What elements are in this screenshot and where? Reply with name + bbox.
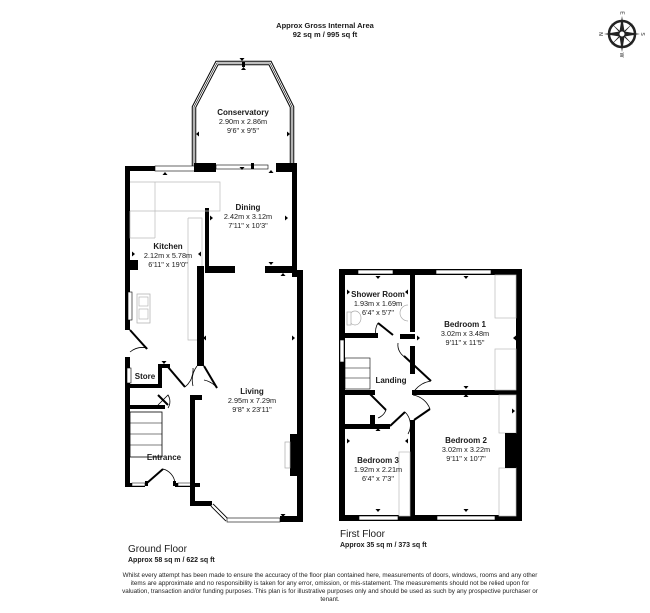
first-floor-plan	[339, 269, 522, 521]
room-store: Store	[134, 372, 156, 381]
compass-rose-icon: E N S W	[597, 10, 646, 58]
room-dining: Dining 2.42m x 3.12m 7'11" x 10'3"	[223, 203, 273, 230]
ground-floor-plan	[125, 58, 303, 523]
room-entrance: Entrance	[146, 453, 182, 462]
ground-floor-area: Approx 58 sq m / 622 sq ft	[128, 557, 215, 564]
gia-title: Approx Gross Internal Area	[276, 21, 374, 30]
svg-text:E: E	[619, 11, 625, 15]
ground-floor-title: Ground Floor	[128, 544, 187, 555]
gia-value: 92 sq m / 995 sq ft	[292, 30, 358, 39]
room-bedroom-3: Bedroom 3 1.92m x 2.21m 6'4" x 7'3"	[353, 456, 403, 483]
room-kitchen: Kitchen 2.12m x 5.78m 6'11" x 19'0"	[143, 242, 193, 269]
room-landing: Landing	[375, 376, 407, 385]
room-conservatory: Conservatory 2.90m x 2.86m 9'6" x 9'5"	[217, 108, 269, 135]
svg-text:N: N	[598, 32, 603, 36]
first-floor-area: Approx 35 sq m / 373 sq ft	[340, 542, 427, 549]
svg-text:W: W	[618, 53, 624, 58]
room-living: Living 2.95m x 7.29m 9'8" x 23'11"	[227, 387, 277, 414]
room-bedroom-1: Bedroom 1 3.02m x 3.48m 9'11" x 11'5"	[440, 320, 490, 347]
disclaimer-text: Whilst every attempt has been made to en…	[122, 572, 538, 603]
first-floor-title: First Floor	[340, 529, 385, 540]
gross-internal-area: Approx Gross Internal Area 92 sq m / 995…	[0, 21, 650, 39]
room-bedroom-2: Bedroom 2 3.02m x 3.22m 9'11" x 10'7"	[441, 436, 491, 463]
svg-text:S: S	[639, 32, 645, 36]
room-shower-room: Shower Room 1.93m x 1.69m 6'4" x 5'7"	[351, 290, 405, 317]
